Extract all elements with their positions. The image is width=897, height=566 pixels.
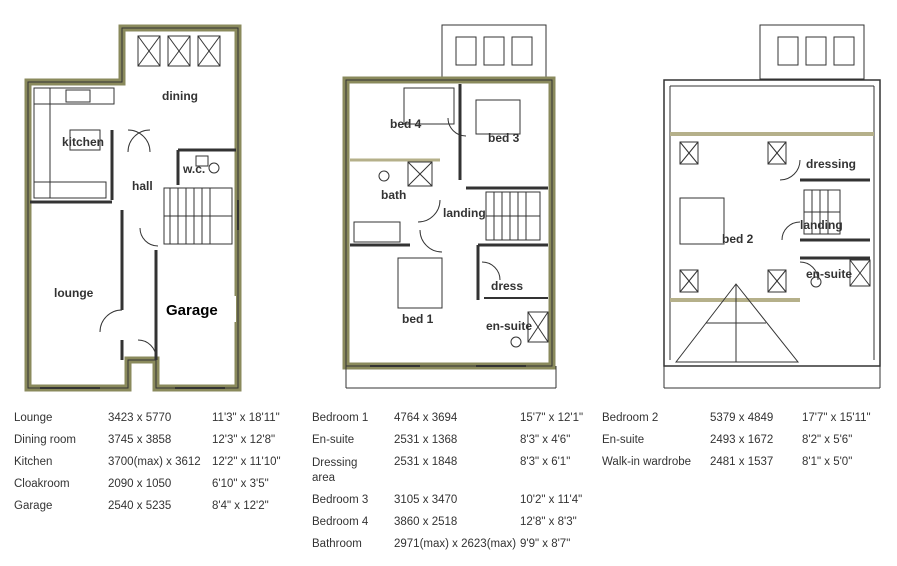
label-dress: dress [491,279,523,293]
ground-floor-plan [24,24,242,392]
label-hall: hall [132,179,153,193]
label-wc: w.c. [182,162,205,176]
label-dressing: dressing [806,157,856,171]
label-ensuite-second: en-suite [806,267,852,281]
label-bed3: bed 3 [488,131,520,145]
first-floor-plan [342,24,557,389]
label-bath: bath [381,188,406,202]
label-garage: Garage [166,302,218,319]
second-floor-plan [663,24,881,389]
label-landing-first: landing [443,206,486,220]
label-bed4: bed 4 [390,117,422,131]
floor-plans: kitchen dining w.c. hall lounge Garage [24,24,881,392]
label-landing-second: landing [800,218,843,232]
label-dining: dining [162,89,198,103]
label-ensuite-first: en-suite [486,319,532,333]
label-bed2: bed 2 [722,232,754,246]
label-lounge: lounge [54,286,94,300]
label-kitchen: kitchen [62,135,104,149]
label-bed1: bed 1 [402,312,434,326]
